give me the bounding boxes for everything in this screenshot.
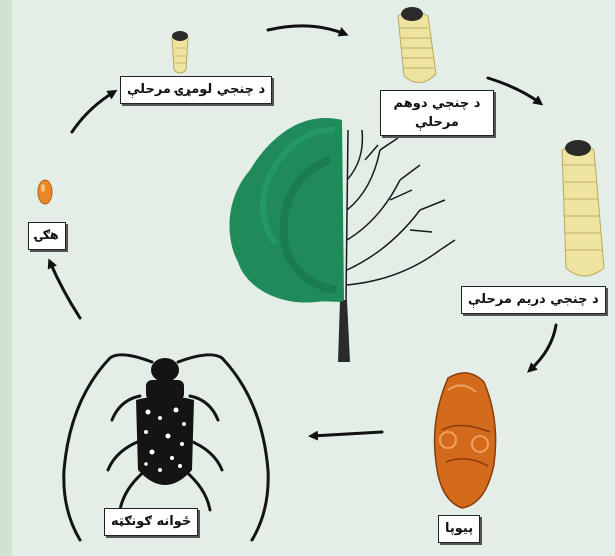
stage-label-egg: هګۍ (28, 222, 66, 250)
arrow-icon (268, 26, 345, 34)
arrow-icon (488, 78, 540, 103)
stage-label-larva-third: د چنجي دریم مرحلې (461, 286, 606, 314)
arrow-icon (72, 92, 114, 132)
larva-icon (172, 31, 188, 73)
stage-label-larva-first: د چنجي لومړۍ مرحلې (120, 76, 272, 104)
pupa-icon (435, 373, 496, 508)
larva-icon (398, 7, 436, 83)
arrow-icon (312, 432, 382, 436)
stage-label-adult: ځوانه ګونګټه (104, 508, 198, 536)
left-frame-strip (0, 0, 12, 556)
arrow-icon (530, 325, 556, 370)
larva-icon (562, 140, 604, 276)
arrow-icon (50, 262, 80, 318)
tree-icon (229, 118, 455, 362)
egg-icon (38, 180, 52, 204)
stage-label-larva-second: د چنجي دوهم مرحلې (380, 90, 494, 136)
stage-label-pupa: پیوپا (438, 515, 480, 543)
